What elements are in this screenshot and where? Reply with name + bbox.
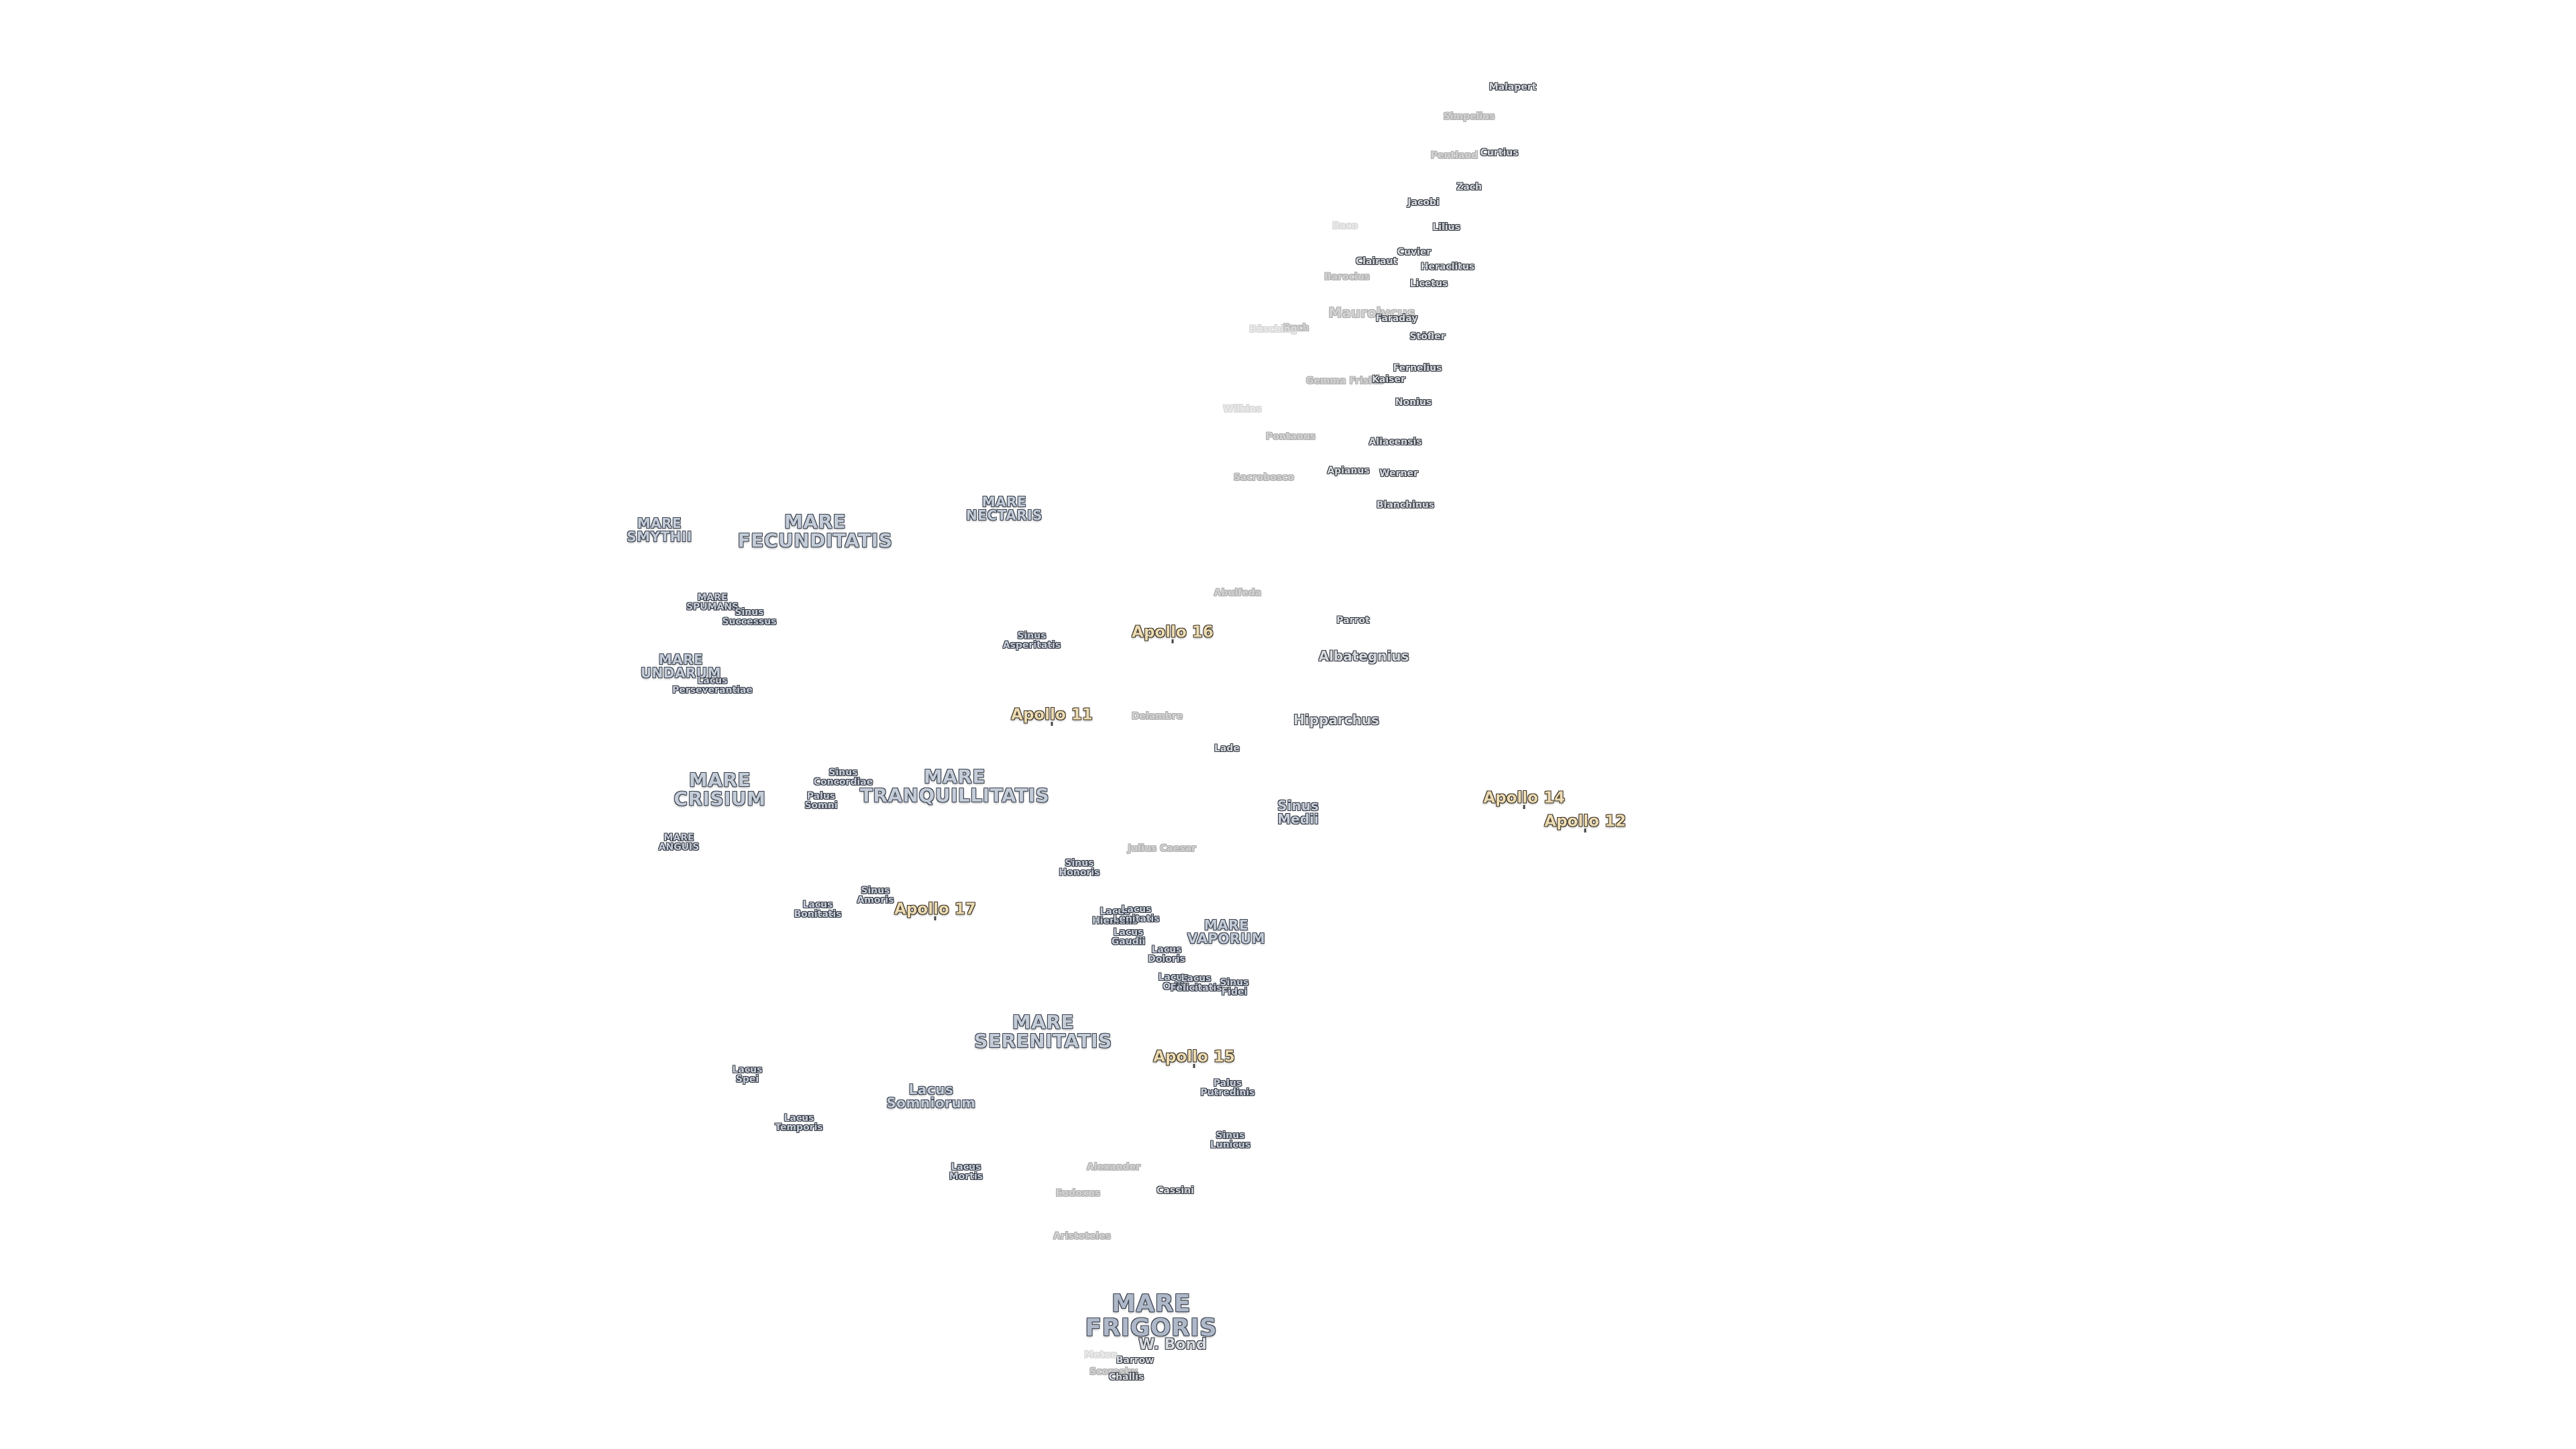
label-lacus-felicitatis: Lacus Felicitatis bbox=[1170, 973, 1222, 994]
label-delambre: Delambre bbox=[1131, 711, 1183, 722]
label-lacus-temporis: Lacus Temporis bbox=[775, 1113, 823, 1133]
label-fernelius: Fernelius bbox=[1393, 363, 1442, 374]
label-cassini: Cassini bbox=[1157, 1185, 1194, 1196]
label-lacus-bonitatis: Lacus Bonitatis bbox=[794, 900, 842, 920]
label-lilius: Lilius bbox=[1432, 222, 1460, 233]
apollo-site-marker bbox=[1523, 805, 1525, 809]
label-zach: Zach bbox=[1456, 182, 1482, 193]
label-apollo-11: Apollo 11 bbox=[1011, 706, 1093, 724]
label-kaiser: Kaiser bbox=[1372, 374, 1405, 385]
label-mare-anguis: MARE ANGUIS bbox=[658, 833, 700, 853]
label-barocius: Barocius bbox=[1324, 272, 1371, 282]
label-mare-undarum: MARE UNDARUM bbox=[640, 651, 722, 681]
label-wilkins: Wilkins bbox=[1223, 404, 1262, 415]
label-buch: Buch bbox=[1283, 323, 1309, 333]
label-lacus-lenitatis: Lacus Lenitatis bbox=[1113, 904, 1160, 924]
label-sinus-honoris: Sinus Honoris bbox=[1059, 858, 1100, 878]
label-apollo-15: Apollo 15 bbox=[1153, 1048, 1235, 1066]
label-maurolycus: Maurolycus bbox=[1328, 305, 1415, 321]
label-mare-nectaris: MARE NECTARIS bbox=[966, 494, 1042, 523]
label-sinus-asperitatis: Sinus Asperitatis bbox=[1002, 631, 1061, 651]
label-mare-vaporum: MARE VAPORUM bbox=[1187, 917, 1266, 947]
label-bacon: Baco bbox=[1332, 221, 1358, 231]
label-aristoteles: Aristoteles bbox=[1053, 1231, 1111, 1242]
label-nonius: Nonius bbox=[1395, 397, 1432, 408]
label-lacus-odii: Lacus Odii bbox=[1158, 972, 1189, 992]
label-simpelius: Simpelius bbox=[1443, 111, 1495, 122]
label-aliacensis: Aliacensis bbox=[1368, 437, 1422, 447]
label-palus-somni: Palus Somni bbox=[804, 791, 838, 811]
label-sinus-concordiae: Sinus Concordiae bbox=[813, 767, 873, 788]
apollo-site-marker bbox=[1193, 1064, 1195, 1068]
label-faraday: Faraday bbox=[1375, 313, 1418, 324]
label-blanchinus: Blanchinus bbox=[1376, 500, 1435, 511]
label-challis: Challis bbox=[1108, 1372, 1144, 1383]
label-albategnius: Albategnius bbox=[1318, 648, 1409, 664]
label-sinus-successus: Sinus Successus bbox=[722, 607, 777, 627]
label-stoefler: Stöfler bbox=[1409, 331, 1446, 342]
label-clairaut: Clairaut bbox=[1355, 256, 1398, 267]
label-mare-frigoris: MARE FRIGORIS bbox=[1085, 1290, 1218, 1342]
label-lacus-doloris: Lacus Doloris bbox=[1148, 945, 1185, 965]
label-werner: Werner bbox=[1379, 468, 1418, 479]
label-sinus-medii: Sinus Medii bbox=[1277, 798, 1319, 827]
label-apollo-12: Apollo 12 bbox=[1544, 812, 1626, 830]
label-parrot: Parrot bbox=[1336, 615, 1370, 626]
label-curtius: Curtius bbox=[1480, 148, 1519, 158]
label-meton: Meton bbox=[1084, 1350, 1118, 1360]
label-eudoxus: Eudoxus bbox=[1055, 1188, 1101, 1199]
label-mare-crisium: MARE CRISIUM bbox=[674, 769, 766, 810]
label-hipparchus: Hipparchus bbox=[1293, 712, 1379, 728]
label-scoresby: Scoresby bbox=[1089, 1366, 1138, 1377]
label-alexander: Alexander bbox=[1087, 1162, 1140, 1173]
label-apollo-16: Apollo 16 bbox=[1132, 623, 1214, 641]
label-lacus-hiemalis: Lacus Hiemalis bbox=[1092, 906, 1138, 926]
label-pentland: Pentland bbox=[1430, 150, 1479, 161]
label-apollo-14: Apollo 14 bbox=[1483, 789, 1565, 807]
label-mare-fecunditatis: MARE FECUNDITATIS bbox=[737, 511, 893, 551]
label-mare-spumans: MARE SPUMANS bbox=[686, 592, 739, 612]
label-sacrobosco: Sacrobosco bbox=[1233, 472, 1295, 483]
label-cuvier: Cuvier bbox=[1397, 247, 1432, 258]
label-heraclitus: Heraclitus bbox=[1420, 262, 1475, 272]
label-lacus-somniorum: Lacus Somniorum bbox=[886, 1081, 976, 1111]
label-lade: Lade bbox=[1214, 743, 1240, 754]
apollo-site-marker bbox=[1171, 639, 1174, 643]
label-mare-tranquillitatis: MARE TRANQUILLITATIS bbox=[859, 765, 1050, 806]
label-wbond: W. Bond bbox=[1138, 1336, 1207, 1353]
apollo-site-marker bbox=[1584, 828, 1587, 833]
label-pontanus: Pontanus bbox=[1265, 431, 1316, 442]
label-mare-smythii: MARE SMYTHII bbox=[627, 515, 692, 545]
label-palus-putredinis: Palus Putredinis bbox=[1200, 1078, 1255, 1098]
apollo-site-marker bbox=[934, 916, 936, 920]
label-barrow: Barrow bbox=[1116, 1355, 1155, 1366]
label-apianus: Apianus bbox=[1327, 466, 1370, 476]
label-lacus-mortis: Lacus Mortis bbox=[949, 1162, 983, 1182]
label-sinus-fidei: Sinus Fidei bbox=[1220, 977, 1249, 998]
label-sinus-amoris: Sinus Amoris bbox=[857, 885, 894, 906]
label-sinus-lunicus: Sinus Lunicus bbox=[1210, 1130, 1251, 1150]
label-apollo-17: Apollo 17 bbox=[894, 900, 976, 918]
label-mare-serenitatis: MARE SERENITATIS bbox=[974, 1011, 1112, 1052]
apollo-site-marker bbox=[1051, 722, 1053, 726]
label-lacus-perseverantiae: Lacus Perseverantiae bbox=[672, 676, 753, 696]
label-abulfeda: Abulfeda bbox=[1214, 588, 1262, 598]
label-julius: Julius Caesar bbox=[1128, 843, 1196, 854]
label-lacus-spei: Lacus Spei bbox=[732, 1065, 763, 1085]
label-lacus-gaudii: Lacus Gaudii bbox=[1111, 927, 1146, 947]
label-jacobi: Jacobi bbox=[1407, 197, 1440, 208]
label-gemma: Gemma Frisius bbox=[1305, 376, 1385, 386]
label-buch2: Büsching bbox=[1248, 324, 1298, 335]
label-malapert: Malapert bbox=[1489, 82, 1537, 93]
label-licetus: Licetus bbox=[1409, 278, 1448, 289]
